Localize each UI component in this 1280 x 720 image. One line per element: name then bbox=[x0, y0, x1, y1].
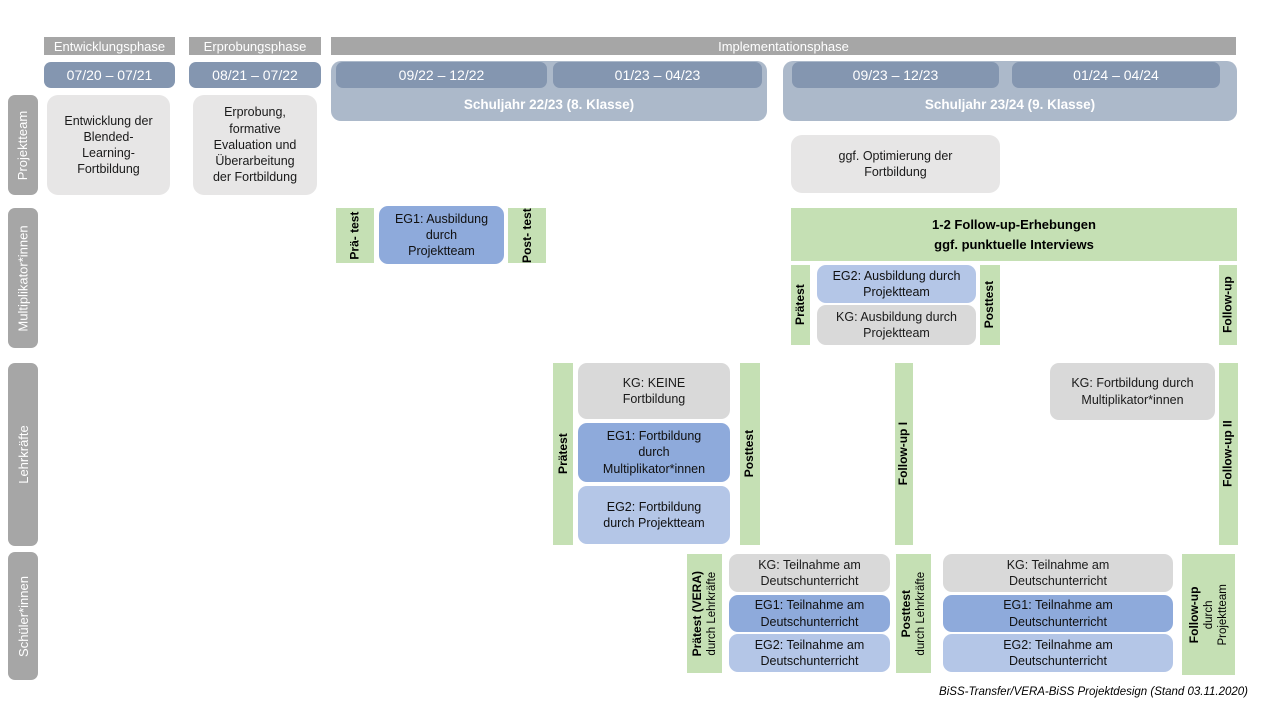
date-bar-0923-1223: 09/23 – 12/23 bbox=[792, 62, 999, 88]
box-eg1-deutschunterricht-2: EG1: Teilnahme am Deutschunterricht bbox=[943, 595, 1173, 632]
box-erprobung-evaluation: Erprobung, formative Evaluation und Über… bbox=[193, 95, 317, 195]
box-kg-deutschunterricht-2: KG: Teilnahme am Deutschunterricht bbox=[943, 554, 1173, 592]
phase-bar-implementation: Implementationsphase bbox=[331, 37, 1236, 55]
box-kg-fortbildung-multiplikatoren: KG: Fortbildung durch Multiplikator*inne… bbox=[1050, 363, 1215, 420]
bar-posttest-schueler-sub: durch Lehrkräfte bbox=[914, 571, 927, 656]
date-bar-0720-0721: 07/20 – 07/21 bbox=[44, 62, 175, 88]
row-label-schueler: Schüler*innen bbox=[8, 552, 38, 680]
phase-bar-erprobung: Erprobungsphase bbox=[189, 37, 321, 55]
bar-praetest-multiplikatoren-23-text: Prätest bbox=[792, 284, 807, 326]
date-bar-0123-0423: 01/23 – 04/23 bbox=[553, 62, 762, 88]
phase-bar-entwicklung: Entwicklungsphase bbox=[44, 37, 175, 55]
bar-followup2-lehrkraefte: Follow-up II bbox=[1219, 363, 1238, 545]
bar-followup-schueler-sub1: durch bbox=[1202, 600, 1215, 629]
box-eg1-deutschunterricht-1: EG1: Teilnahme am Deutschunterricht bbox=[729, 595, 890, 632]
bar-followup1-lehrkraefte: Follow-up I bbox=[895, 363, 913, 545]
box-optimierung-fortbildung: ggf. Optimierung der Fortbildung bbox=[791, 135, 1000, 193]
bar-praetest-vera-sub: durch Lehrkräfte bbox=[705, 571, 718, 656]
box-eg2-deutschunterricht-2: EG2: Teilnahme am Deutschunterricht bbox=[943, 634, 1173, 672]
bar-followup-multiplikatoren: Follow-up bbox=[1219, 265, 1237, 345]
bar-followup1-lehrkraefte-text: Follow-up I bbox=[896, 422, 911, 486]
bar-posttest-multiplikatoren-23: Posttest bbox=[980, 265, 1000, 345]
bar-praetest-lehrkraefte-text: Prätest bbox=[555, 433, 570, 475]
box-followup-erhebungen: 1-2 Follow-up-Erhebungen ggf. punktuelle… bbox=[791, 208, 1237, 261]
bar-praetest-vera-main: Prätest (VERA) bbox=[689, 570, 704, 657]
bar-praetest-multiplikatoren-23: Prätest bbox=[791, 265, 810, 345]
row-label-projektteam-text: Projektteam bbox=[15, 110, 31, 180]
box-eg2-deutschunterricht-1: EG2: Teilnahme am Deutschunterricht bbox=[729, 634, 890, 672]
bar-posttest-multiplikatoren-23-text: Posttest bbox=[982, 281, 997, 329]
box-entwicklung-fortbildung: Entwicklung der Blended- Learning- Fortb… bbox=[47, 95, 170, 195]
footer-caption: BiSS-Transfer/VERA-BiSS Projektdesign (S… bbox=[939, 686, 1248, 698]
bar-followup-schueler-sub2: Projektteam bbox=[1217, 583, 1230, 646]
date-bar-0821-0722: 08/21 – 07/22 bbox=[189, 62, 321, 88]
box-kg-ausbildung-projektteam: KG: Ausbildung durch Projektteam bbox=[817, 305, 976, 345]
bar-posttest-multiplikatoren-22-text: Post- test bbox=[519, 208, 534, 263]
bar-posttest-lehrkraefte: Posttest bbox=[740, 363, 760, 545]
row-label-lehrkraefte: Lehrkräfte bbox=[8, 363, 38, 546]
box-eg1-fortbildung-multiplikatoren: EG1: Fortbildung durch Multiplikator*inn… bbox=[578, 423, 730, 482]
date-bar-0124-0424: 01/24 – 04/24 bbox=[1012, 62, 1220, 88]
row-label-projektteam: Projektteam bbox=[8, 95, 38, 195]
bar-praetest-multiplikatoren-22: Prä- test bbox=[336, 208, 374, 263]
row-label-lehrkraefte-text: Lehrkräfte bbox=[15, 425, 31, 484]
bar-followup-schueler-main: Follow-up bbox=[1186, 586, 1201, 643]
bar-posttest-schueler: Posttest durch Lehrkräfte bbox=[896, 554, 931, 673]
bar-followup-schueler: Follow-up durch Projektteam bbox=[1182, 554, 1235, 675]
box-kg-deutschunterricht-1: KG: Teilnahme am Deutschunterricht bbox=[729, 554, 890, 592]
row-label-schueler-text: Schüler*innen bbox=[15, 575, 31, 657]
row-label-multiplikatoren: Multiplikator*innen bbox=[8, 208, 38, 348]
bar-followup-multiplikatoren-text: Follow-up bbox=[1220, 276, 1235, 334]
date-bar-0922-1222: 09/22 – 12/22 bbox=[336, 62, 547, 88]
box-eg2-fortbildung-projektteam: EG2: Fortbildung durch Projektteam bbox=[578, 486, 730, 544]
bar-followup2-lehrkraefte-text: Follow-up II bbox=[1220, 420, 1235, 488]
box-kg-keine-fortbildung: KG: KEINE Fortbildung bbox=[578, 363, 730, 419]
row-label-multiplikatoren-text: Multiplikator*innen bbox=[15, 224, 31, 332]
box-eg1-ausbildung-projektteam: EG1: Ausbildung durch Projektteam bbox=[379, 206, 504, 264]
bar-posttest-multiplikatoren-22: Post- test bbox=[508, 208, 546, 263]
bar-posttest-lehrkraefte-text: Posttest bbox=[742, 430, 757, 478]
bar-praetest-multiplikatoren-22-text: Prä- test bbox=[347, 211, 362, 260]
bar-praetest-vera-schueler: Prätest (VERA) durch Lehrkräfte bbox=[687, 554, 722, 673]
bar-praetest-lehrkraefte: Prätest bbox=[553, 363, 573, 545]
box-eg2-ausbildung-projektteam: EG2: Ausbildung durch Projektteam bbox=[817, 265, 976, 303]
bar-posttest-schueler-main: Posttest bbox=[898, 589, 913, 638]
